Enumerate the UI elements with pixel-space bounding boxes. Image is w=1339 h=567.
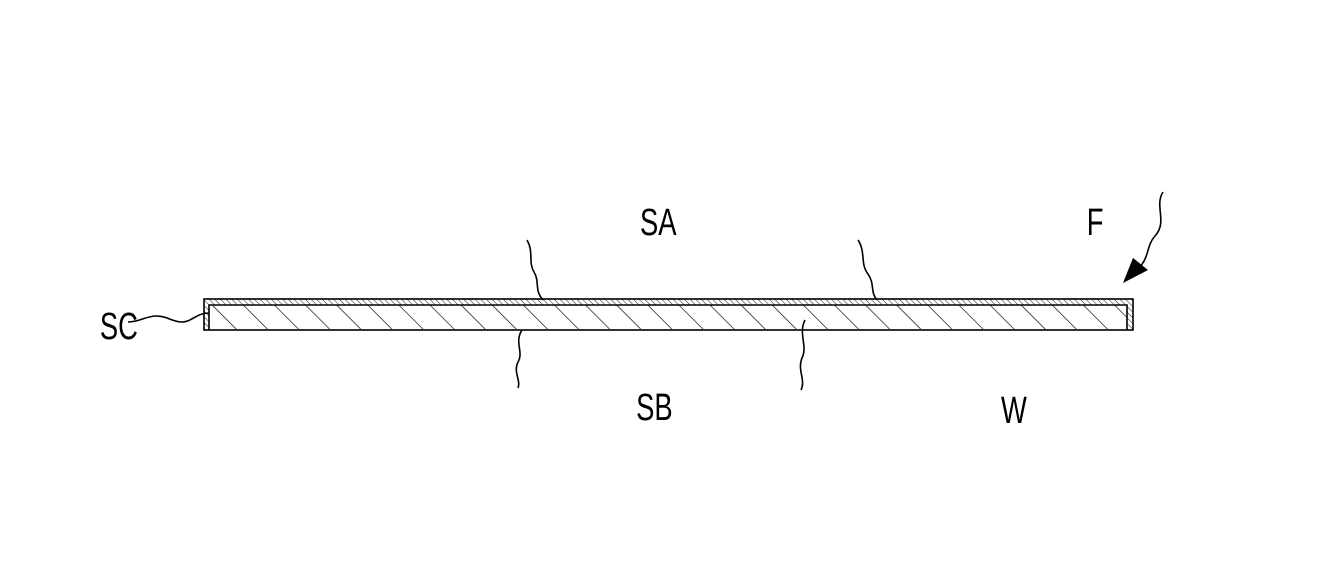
leader-sc (128, 313, 209, 322)
leader-sa (527, 240, 543, 300)
label-f: F (1087, 202, 1104, 244)
leader-sb (516, 330, 522, 388)
label-sc: SC (100, 306, 138, 348)
label-sa: SA (640, 202, 677, 244)
label-w: W (1001, 390, 1027, 432)
leader-dp (1139, 192, 1163, 268)
label-sb: SB (636, 387, 673, 429)
plate-body (209, 305, 1127, 329)
leader-f (858, 240, 877, 300)
